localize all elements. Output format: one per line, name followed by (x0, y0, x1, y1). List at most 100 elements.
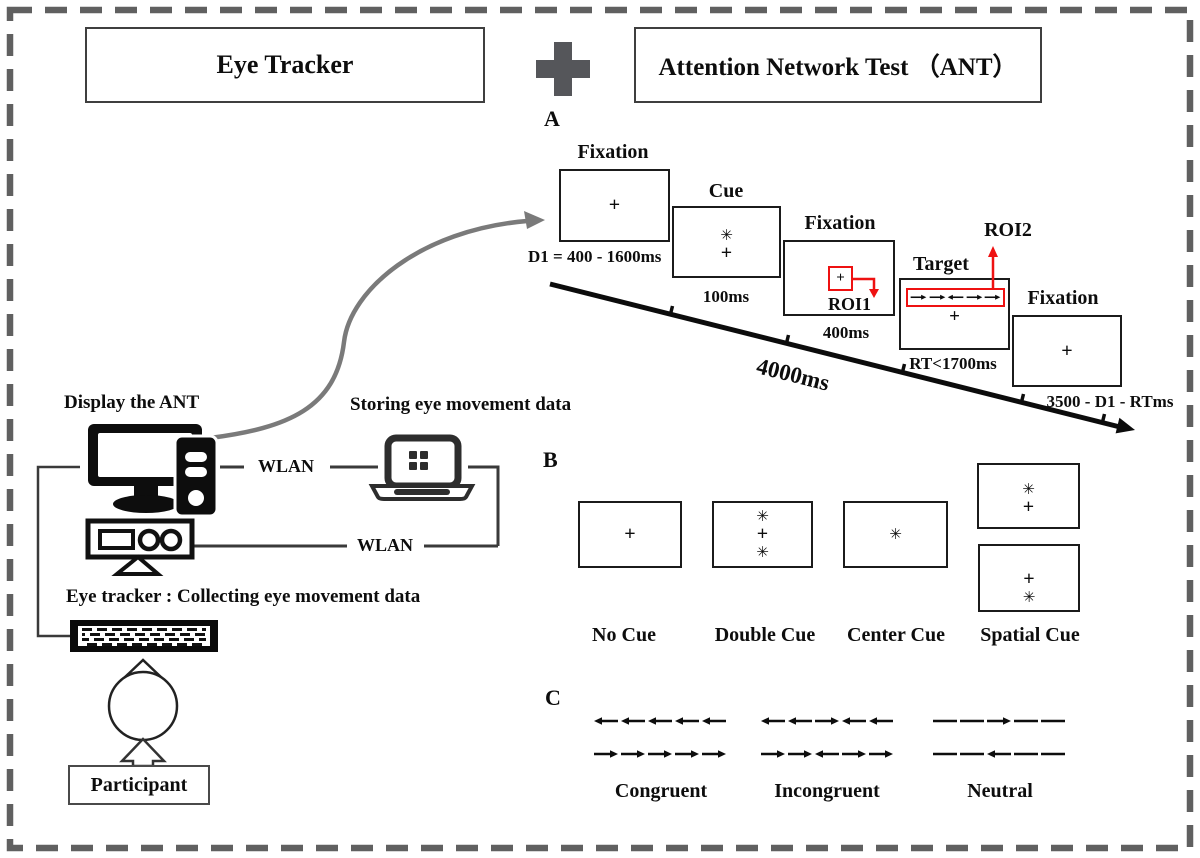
double-cue-label: Double Cue (714, 624, 816, 646)
fixation-cross-symbol: + (720, 242, 733, 264)
timeline-tick (900, 363, 907, 375)
panel-c-label: C (545, 685, 561, 710)
cue-asterisk-symbol: ✳ (1022, 480, 1035, 498)
timeline-tick (1100, 413, 1107, 425)
storing-data-label: Storing eye movement data (350, 394, 572, 415)
left-arrow-icon (842, 717, 866, 725)
display-ant-label: Display the ANT (64, 392, 200, 413)
double-cue-box: ✳+✳ (712, 501, 813, 568)
incongruent-row-bottom (760, 748, 894, 760)
roi1-pointer-arrow (853, 277, 879, 298)
plus-icon (536, 42, 590, 96)
screen3-duration: 400ms (822, 323, 870, 342)
screen4-duration: RT<1700ms (909, 354, 997, 373)
participant-label: Participant (90, 773, 188, 796)
fixation-cross-symbol: + (756, 523, 769, 545)
cue-asterisk-symbol: ✳ (756, 543, 769, 561)
right-arrow-icon (761, 750, 785, 758)
neutral-row-bottom (932, 748, 1066, 760)
left-arrow-icon (869, 717, 893, 725)
screen1-fixation: + (559, 169, 670, 242)
spatial-cue-label: Spatial Cue (980, 624, 1080, 646)
right-arrow-icon (987, 717, 1011, 725)
center-cue-symbols: ✳ (845, 526, 946, 543)
left-arrow-icon (675, 717, 699, 725)
laptop-icon (368, 434, 476, 501)
neutral-line-icon (1014, 752, 1038, 756)
right-arrow-icon (702, 750, 726, 758)
right-arrow-icon (869, 750, 893, 758)
congruent-row-bottom (593, 748, 727, 760)
spatial-cue-top-symbols: ✳+ (979, 480, 1078, 518)
screen4-label: Target (913, 253, 969, 275)
no-cue-label: No Cue (592, 624, 656, 646)
no-cue-box: + (578, 501, 682, 568)
incongruent-row-top (760, 715, 894, 727)
screen4-target: + (899, 278, 1010, 350)
neutral-line-icon (1041, 752, 1065, 756)
cue-asterisk-symbol: ✳ (756, 507, 769, 525)
cue-asterisk-symbol: ✳ (720, 226, 733, 244)
right-arrow-icon (984, 295, 1001, 300)
spatial-cue-top-box: ✳+ (977, 463, 1080, 529)
wlan-connection-lines (36, 465, 500, 638)
neutral-line-icon (960, 752, 984, 756)
neutral-row-top (932, 715, 1066, 727)
right-arrow-icon (966, 295, 982, 300)
roi1-label: ROI1 (828, 294, 872, 314)
fixation-cross-symbol: + (1061, 339, 1073, 362)
screen3-fixation-roi1: + ROI1 (783, 240, 895, 316)
right-arrow-icon (675, 750, 699, 758)
dashed-frame-border (6, 6, 1194, 852)
eye-tracker-unit-icon (85, 518, 195, 576)
left-arrow-icon (648, 717, 672, 725)
screen2-label: Cue (708, 180, 744, 202)
center-cue-box: ✳ (843, 501, 948, 568)
wlan1-label: WLAN (257, 456, 315, 476)
screen2-duration: 100ms (702, 287, 750, 306)
left-bracket-line (36, 465, 80, 638)
roi2-box (906, 288, 1005, 307)
right-arrow-icon (648, 750, 672, 758)
panel-b-label: B (543, 447, 558, 472)
eye-tracker-title: Eye Tracker (216, 50, 354, 79)
left-arrow-icon (702, 717, 726, 725)
congruent-row-top (593, 715, 727, 727)
laptop-right-bracket (468, 465, 500, 546)
fixation-cross-symbol: + (608, 194, 621, 216)
roi2-pointer-arrow (988, 246, 998, 288)
neutral-line-icon (933, 719, 957, 723)
right-arrow-icon (929, 295, 945, 300)
right-arrow-icon (788, 750, 812, 758)
participant-box: Participant (68, 765, 210, 805)
timeline-tick (668, 305, 675, 317)
ant-title-box: Attention Network Test （ANT） (634, 27, 1042, 103)
incongruent-label: Incongruent (774, 780, 880, 802)
right-arrow-icon (815, 717, 839, 725)
wlan2-label: WLAN (356, 535, 414, 555)
congruent-label: Congruent (614, 780, 708, 802)
spatial-cue-bottom-box: +✳ (978, 544, 1080, 612)
right-arrow-icon (621, 750, 645, 758)
eye-tracker-title-box: Eye Tracker (85, 27, 485, 103)
screen5-duration: 3500 - D1 - RTms (1046, 392, 1174, 411)
no-cue-symbols: + (580, 523, 680, 545)
screen5-label: Fixation (1027, 287, 1099, 309)
fixation-cross-symbol: + (624, 523, 636, 545)
neutral-line-icon (933, 752, 957, 756)
spatial-cue-bottom-symbols: +✳ (980, 568, 1078, 606)
screen1-symbols: + (561, 194, 668, 216)
right-arrow-icon (594, 750, 618, 758)
screen2-cue: ✳+ (672, 206, 781, 278)
cue-asterisk-symbol: ✳ (1022, 588, 1036, 606)
right-arrow-icon (842, 750, 866, 758)
desktop-computer-icon (88, 424, 219, 518)
left-arrow-icon (987, 750, 1011, 758)
roi1-fixation-symbol: + (836, 270, 845, 286)
fixation-cross-symbol: + (1023, 568, 1035, 590)
left-arrow-icon (621, 717, 645, 725)
target-fixation-symbol: + (949, 306, 960, 327)
left-arrow-icon (761, 717, 785, 725)
